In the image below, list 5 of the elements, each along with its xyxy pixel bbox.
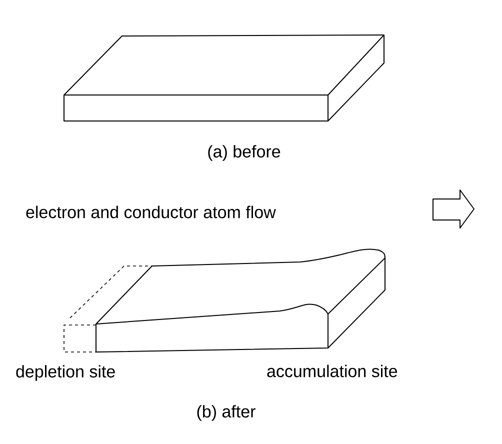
caption-text: (a) before [208,145,280,161]
caption-text: accumulation site [267,364,398,378]
caption-text: electron and conductor atom flow [26,206,276,218]
caption-text: depletion site [16,365,115,381]
caption-text: (b) after [197,405,256,421]
